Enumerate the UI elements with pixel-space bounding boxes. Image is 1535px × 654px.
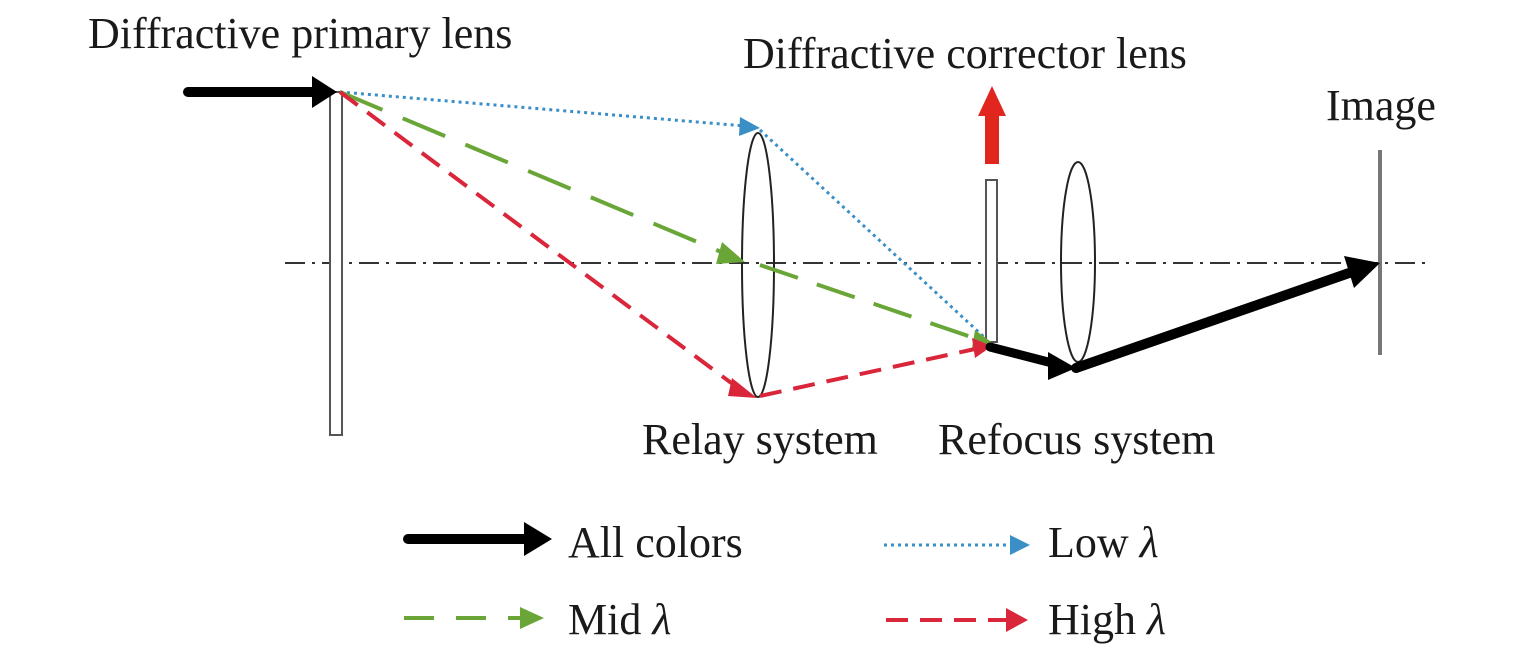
legend-label-all-colors: All colors (568, 518, 743, 567)
legend-label-low: Low λ (1048, 521, 1159, 565)
image-label: Image (1326, 81, 1436, 130)
lambda-symbol: λ (1139, 518, 1159, 567)
lambda-symbol: λ (1147, 595, 1167, 644)
legend-symbol-mid (404, 607, 544, 629)
relay-system-label: Relay system (642, 415, 878, 464)
ray-high (338, 90, 992, 398)
primary-lens (329, 91, 343, 436)
lambda-symbol: λ (652, 595, 672, 644)
legend-label-mid: Mid λ (568, 598, 671, 642)
ray-mid (339, 90, 994, 348)
ray-all-colors-outgoing (985, 256, 1380, 380)
legend-symbol-high (886, 608, 1028, 632)
legend-mid-text: Mid (568, 595, 642, 644)
legend-symbol-all-colors (403, 522, 552, 556)
corrector-adjust-arrow (978, 86, 1006, 164)
legend-low-text: Low (1048, 518, 1129, 567)
refocus-lens (1060, 161, 1096, 363)
corrector-lens (985, 179, 998, 343)
legend-symbol-low (884, 535, 1030, 555)
legend-high-text: High (1048, 595, 1136, 644)
relay-lens (741, 132, 775, 398)
corrector-lens-label: Diffractive corrector lens (743, 29, 1187, 78)
primary-lens-label: Diffractive primary lens (88, 9, 513, 58)
ray-low (339, 90, 986, 339)
ray-all-colors-incoming (183, 76, 337, 108)
legend-label-high: High λ (1048, 598, 1166, 642)
refocus-system-label: Refocus system (938, 415, 1216, 464)
